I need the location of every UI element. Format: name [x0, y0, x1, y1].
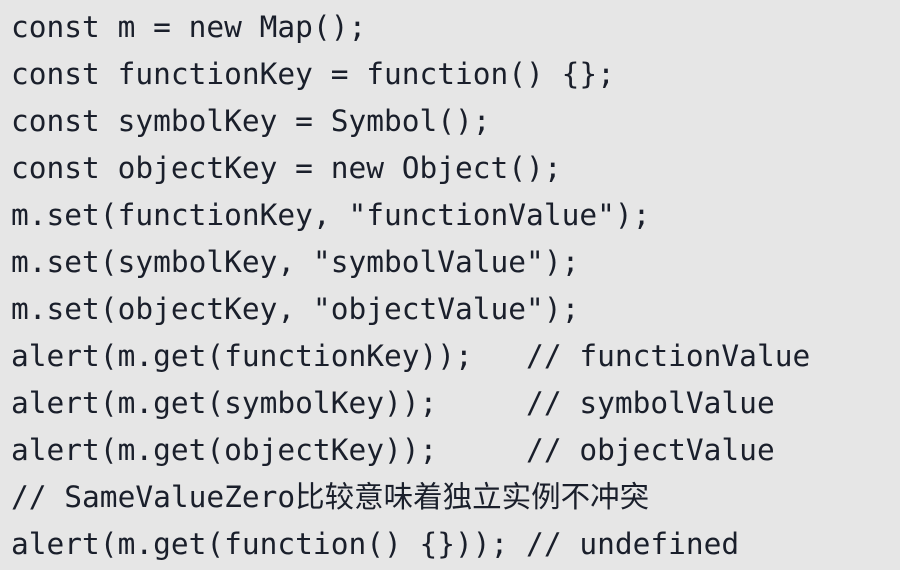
code-line-1: const m = new Map();	[11, 10, 367, 44]
code-line-5: m.set(functionKey, "functionValue");	[11, 198, 651, 232]
code-line-6: m.set(symbolKey, "symbolValue");	[11, 245, 580, 279]
code-line-3: const symbolKey = Symbol();	[11, 104, 491, 138]
code-line-11: // SameValueZero比较意味着独立实例不冲突	[11, 480, 650, 514]
code-line-2: const functionKey = function() {};	[11, 57, 615, 91]
code-line-12: alert(m.get(function() {})); // undefine…	[11, 527, 740, 561]
code-line-10: alert(m.get(objectKey)); // objectValue	[11, 433, 775, 467]
code-line-4: const objectKey = new Object();	[11, 151, 562, 185]
code-line-7: m.set(objectKey, "objectValue");	[11, 292, 580, 326]
code-line-9: alert(m.get(symbolKey)); // symbolValue	[11, 386, 775, 420]
code-line-8: alert(m.get(functionKey)); // functionVa…	[11, 339, 811, 373]
